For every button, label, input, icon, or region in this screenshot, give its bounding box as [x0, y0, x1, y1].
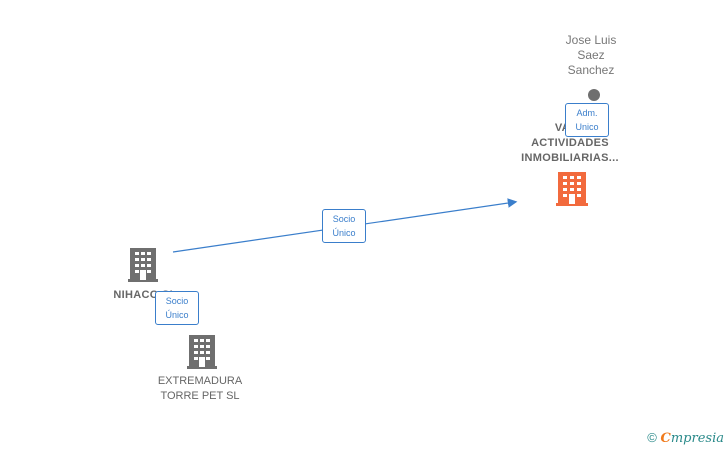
empresia-watermark: © Cmpresia	[647, 430, 724, 446]
edge-label-socio-unico-top: Socio Único	[322, 209, 366, 243]
extremadura-building-icon[interactable]	[187, 335, 217, 369]
edge-label-socio-unico-bottom: Socio Único	[155, 291, 199, 325]
person-name[interactable]: Jose Luis Saez Sanchez	[565, 33, 617, 77]
person-icon[interactable]	[587, 88, 601, 104]
brand-initial: C	[660, 431, 671, 446]
nihaco-building-icon[interactable]	[128, 248, 158, 282]
copyright-icon: ©	[647, 430, 657, 445]
edge-label-adm-unico: Adm. Unico	[565, 103, 609, 137]
brand-rest: mpresia	[670, 431, 724, 446]
company-building-icon[interactable]	[556, 172, 588, 206]
extremadura-name[interactable]: EXTREMADURA TORRE PET SL	[157, 375, 243, 402]
